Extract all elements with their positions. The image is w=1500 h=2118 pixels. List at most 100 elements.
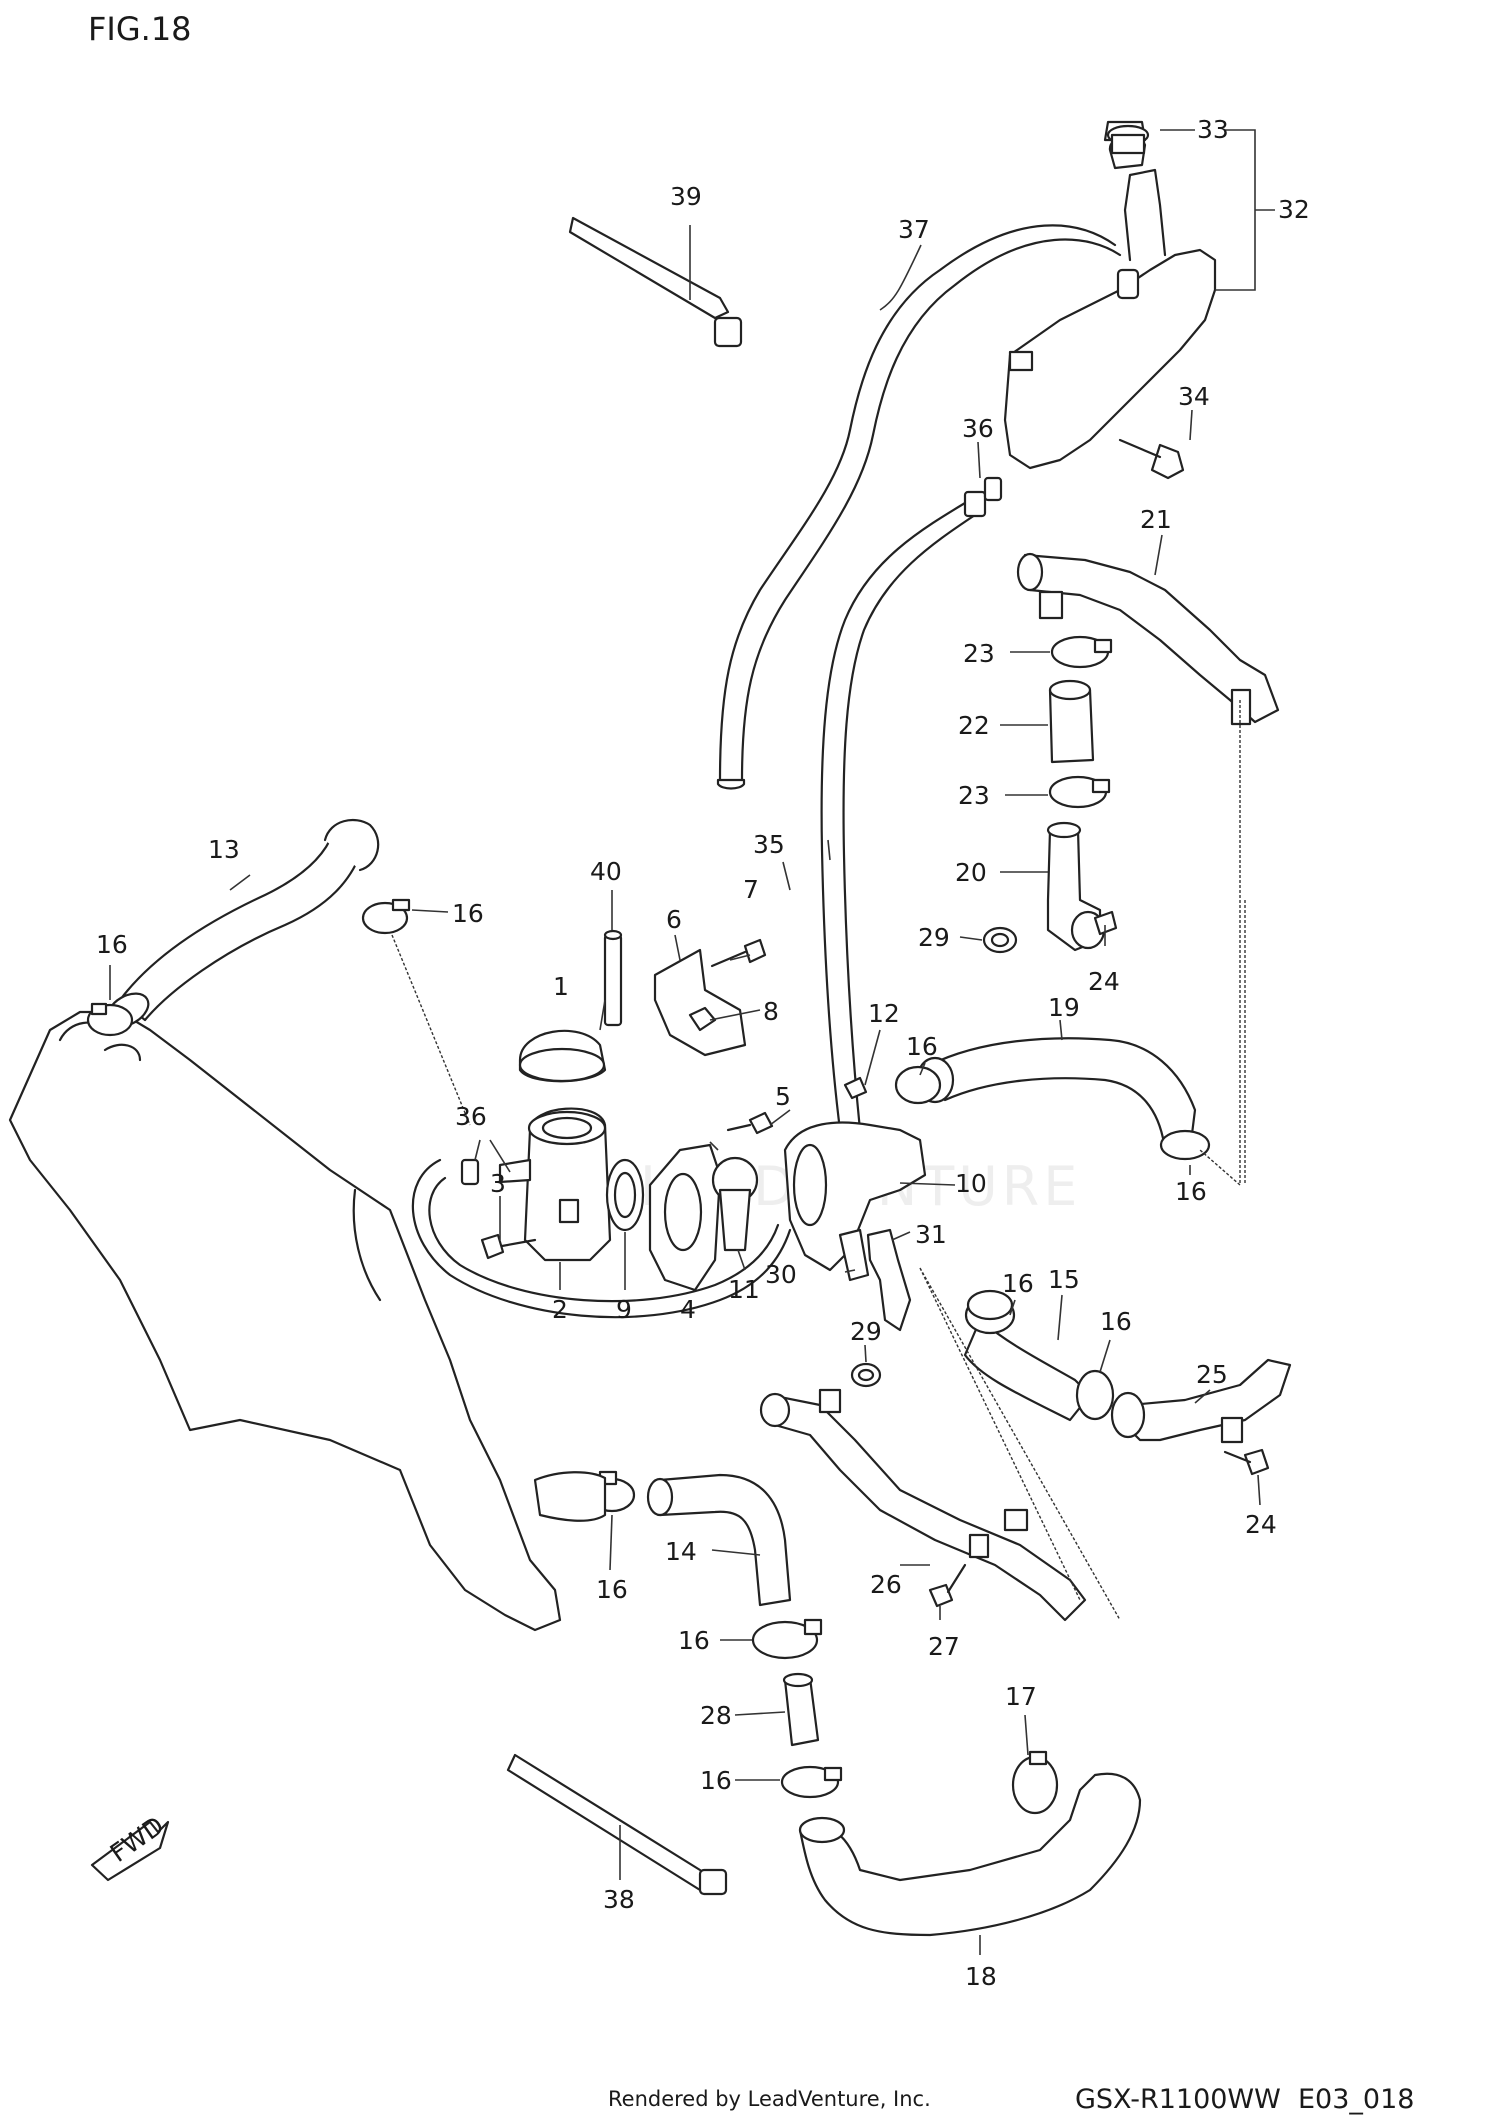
callout-10: 10 (955, 1169, 987, 1198)
callout-16-joint-bottom: 16 (700, 1766, 732, 1795)
callout-35: 35 (753, 830, 785, 859)
callout-14: 14 (665, 1537, 697, 1566)
callout-6: 6 (666, 905, 682, 934)
callout-4: 4 (680, 1295, 696, 1324)
clamp-23-upper (1050, 635, 1113, 669)
callout-22: 22 (958, 711, 990, 740)
reservoir-tank (1003, 120, 1217, 470)
hose-13 (106, 818, 380, 1028)
callout-16-hose15-bottom: 16 (1100, 1307, 1132, 1336)
bolt-12 (843, 1076, 868, 1100)
hose-14 (646, 1473, 792, 1607)
hose-18 (798, 1772, 1142, 1937)
radiator-cap-1 (518, 1029, 607, 1083)
o-ring-29-upper (982, 926, 1018, 954)
strap-38 (506, 1753, 728, 1896)
pipe-21 (1016, 552, 1280, 726)
callout-21: 21 (1140, 505, 1172, 534)
clamp-16-upper-left (361, 898, 411, 935)
clamp-16-hose15-bottom (1075, 1369, 1115, 1421)
pipe-20 (1046, 821, 1106, 952)
footer-credit: Rendered by LeadVenture, Inc. (608, 2087, 931, 2111)
bolt-24-lower (1223, 1448, 1270, 1476)
callout-30: 30 (765, 1260, 797, 1289)
callout-16-hose19-right: 16 (1175, 1177, 1207, 1206)
pin-40 (603, 929, 623, 1027)
callout-34: 34 (1178, 382, 1210, 411)
bolt-24-upper (1093, 910, 1118, 936)
clip-36-left (460, 1158, 480, 1186)
callout-8: 8 (763, 997, 779, 1026)
callout-36-reservoir: 36 (962, 414, 994, 443)
callout-29-upper: 29 (918, 923, 950, 952)
o-ring-29-lower (850, 1362, 882, 1388)
pipe-25 (1110, 1358, 1292, 1444)
hose-35 (820, 490, 987, 1132)
callout-38: 38 (603, 1885, 635, 1914)
callout-5: 5 (775, 1082, 791, 1111)
callout-24-lower: 24 (1245, 1510, 1277, 1539)
pipe-26 (759, 1388, 1087, 1622)
callout-39: 39 (670, 182, 702, 211)
leader-lines (109, 129, 1275, 1955)
callout-16-hose19-left: 16 (906, 1032, 938, 1061)
bolt-34 (1118, 438, 1185, 480)
bolt-5 (726, 1111, 774, 1135)
callout-2: 2 (552, 1295, 568, 1324)
joint-28 (782, 1672, 820, 1747)
hose-22 (1048, 679, 1095, 764)
callout-25: 25 (1196, 1360, 1228, 1389)
nut-8 (688, 1006, 717, 1032)
callout-23-upper: 23 (963, 639, 995, 668)
gasket-9 (605, 1158, 645, 1232)
callout-28: 28 (700, 1701, 732, 1730)
callout-16-upper-left: 16 (452, 899, 484, 928)
clamp-16-hose19-left (894, 1065, 942, 1105)
callout-40: 40 (590, 857, 622, 886)
clamp-16-joint-top (751, 1618, 823, 1660)
callout-13: 13 (208, 835, 240, 864)
callout-17: 17 (1005, 1682, 1037, 1711)
bolt-27 (928, 1563, 967, 1608)
clamp-16-hose19-right (1159, 1129, 1211, 1161)
clamp-16-joint-bottom (780, 1765, 843, 1799)
clip-36-reservoir (983, 476, 1003, 502)
callout-16-lower-left: 16 (96, 930, 128, 959)
radiator-outlet (533, 1471, 607, 1522)
hose-19 (915, 1037, 1197, 1152)
clamp-16-hose15-top (966, 1289, 1014, 1321)
callout-26: 26 (870, 1570, 902, 1599)
housing-4 (648, 1143, 722, 1292)
callout-31: 31 (915, 1220, 947, 1249)
callout-23-lower: 23 (958, 781, 990, 810)
callout-16-joint-top: 16 (678, 1626, 710, 1655)
thermostat-11 (711, 1156, 759, 1252)
callout-16-hose15-top: 16 (1002, 1269, 1034, 1298)
bolt-3 (480, 1233, 537, 1260)
callout-9: 9 (616, 1295, 632, 1324)
bolt-7 (710, 938, 767, 968)
callout-37: 37 (898, 215, 930, 244)
clamp-16-lower-left (86, 1002, 134, 1037)
callout-33: 33 (1197, 115, 1229, 144)
sensor-31 (866, 1228, 912, 1332)
clamp-23-lower (1048, 775, 1111, 809)
callout-11: 11 (728, 1275, 760, 1304)
housing-cover-10 (783, 1121, 927, 1272)
callout-labels: 33 32 34 36 39 37 21 23 22 23 20 29 24 3… (96, 115, 1310, 1991)
footer-model-code: GSX-R1100WW E03_018 (1075, 2084, 1414, 2115)
callout-36-left: 36 (455, 1102, 487, 1131)
callout-3: 3 (490, 1169, 506, 1198)
hose-37 (716, 224, 1122, 790)
bypass-hose (411, 1158, 792, 1319)
filler-neck-2 (498, 1107, 612, 1262)
callout-24-upper: 24 (1088, 967, 1120, 996)
reservoir-cap (1106, 124, 1150, 155)
strap-39 (568, 216, 743, 348)
callout-15: 15 (1048, 1265, 1080, 1294)
clamp-17 (1011, 1750, 1059, 1815)
callout-1: 1 (553, 972, 569, 1001)
callout-18: 18 (965, 1962, 997, 1991)
callout-7: 7 (743, 875, 759, 904)
